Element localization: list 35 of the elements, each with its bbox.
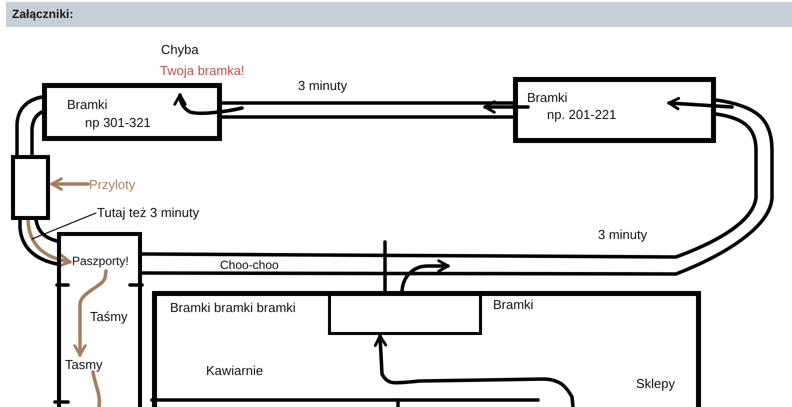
gate-area-box: [513, 77, 716, 143]
area-label: Paszporty!: [72, 254, 129, 269]
gate-range-text: np 301-321: [85, 115, 151, 130]
building-box: [152, 291, 701, 407]
room-box: [11, 155, 50, 220]
track-label: Choo-choo: [220, 258, 279, 273]
note-text: Tutaj też 3 minuty: [97, 205, 200, 220]
gate-area-box: [42, 83, 222, 141]
arrow: [50, 177, 90, 191]
area-label: Tasmy: [65, 357, 103, 372]
area-name: Bramki: [67, 97, 108, 112]
hall-box: [57, 232, 142, 407]
line: [383, 240, 387, 293]
line: [91, 370, 102, 407]
note-text: Chyba: [161, 42, 199, 57]
area-label: Taśmy: [90, 309, 128, 324]
header-title: Załączniki:: [12, 7, 74, 21]
edge-label: 3 minuty: [298, 78, 348, 93]
corridor: [220, 101, 515, 119]
area-label: Bramki: [493, 297, 534, 312]
edge-label: 3 minuty: [598, 227, 648, 242]
area-label: Przyloty: [89, 177, 136, 192]
gate-range-text: np. 201-221: [547, 107, 616, 122]
area-label: Bramki bramki bramki: [170, 300, 296, 315]
corridor: [140, 98, 774, 276]
area-label: Kawiarnie: [206, 363, 264, 378]
note-text: Twoja bramka!: [160, 63, 245, 78]
corridor: [18, 218, 59, 266]
leader-line: [32, 212, 96, 240]
arrow: [374, 334, 575, 407]
area-name: Bramki: [527, 90, 568, 105]
arrow: [73, 269, 108, 357]
area-label: Sklepy: [636, 376, 676, 391]
arrow: [26, 218, 72, 267]
corridor: [15, 95, 44, 157]
